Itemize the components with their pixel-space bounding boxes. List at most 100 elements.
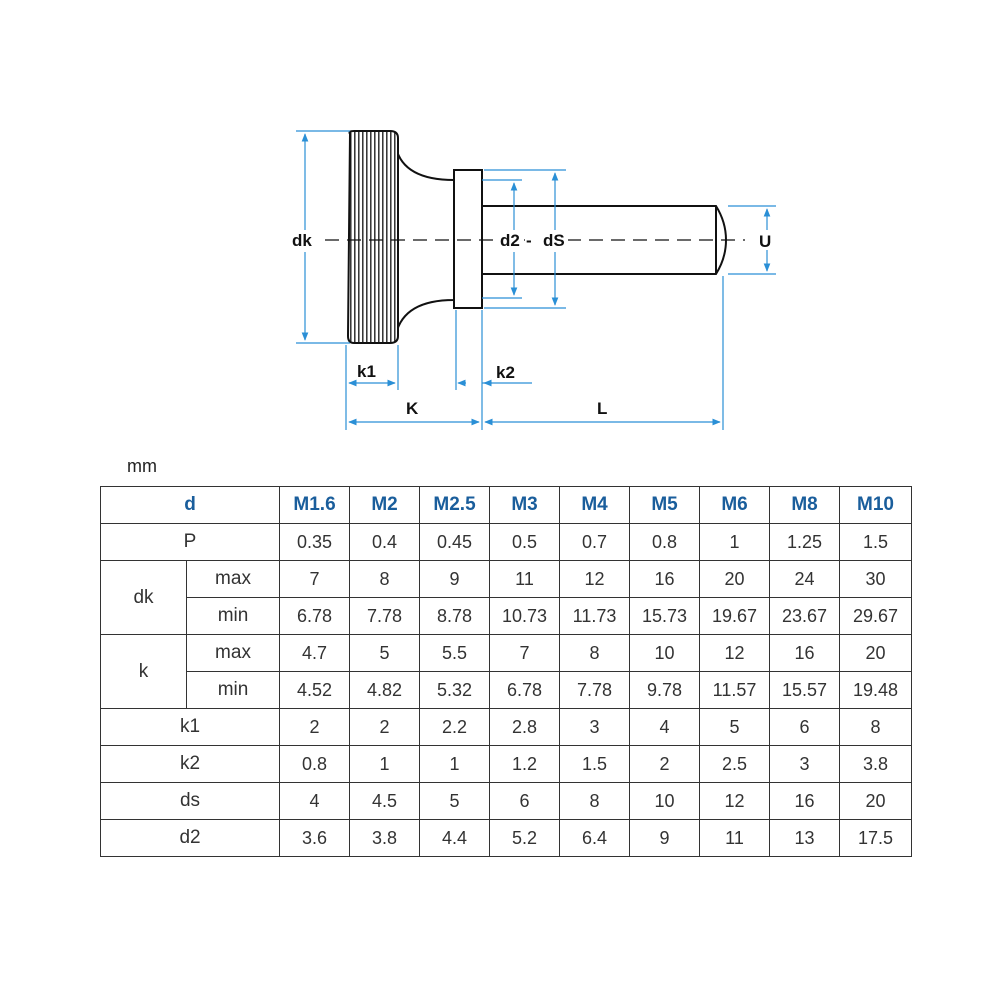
table-header-row: d M1.6 M2 M2.5 M3 M4 M5 M6 M8 M10	[99, 486, 913, 524]
header-size: M2.5	[419, 486, 491, 524]
table-cell: 0.4	[349, 523, 421, 561]
table-cell: 1	[699, 523, 771, 561]
table-cell: 3.8	[349, 819, 421, 857]
label-L: L	[597, 399, 607, 418]
collar	[453, 169, 483, 309]
svg-text:-: -	[526, 231, 532, 250]
header-size: M10	[839, 486, 913, 524]
table-cell: 3	[559, 708, 631, 746]
table-cell: 29.67	[839, 597, 913, 635]
table-cell: 8	[349, 560, 421, 598]
table-cell: 8	[559, 782, 631, 820]
table-cell: 16	[769, 634, 841, 672]
label-U: U	[759, 232, 771, 251]
row-label: k1	[99, 708, 281, 746]
table-cell: 3	[769, 745, 841, 783]
table-cell: 9	[629, 819, 701, 857]
table-cell: 12	[559, 560, 631, 598]
table-cell: 24	[769, 560, 841, 598]
table-cell: 12	[699, 782, 771, 820]
table-cell: 7.78	[559, 671, 631, 709]
table-cell: 4.82	[349, 671, 421, 709]
table-cell: 30	[839, 560, 913, 598]
table-cell: 4.52	[279, 671, 351, 709]
row-label: d2	[99, 819, 281, 857]
table-cell: 20	[839, 782, 913, 820]
table-cell: 6.78	[279, 597, 351, 635]
row-sub-label: min	[185, 671, 281, 709]
table-cell: 16	[629, 560, 701, 598]
table-cell: 10.73	[489, 597, 561, 635]
table-cell: 15.73	[629, 597, 701, 635]
table-cell: 7.78	[349, 597, 421, 635]
table-cell: 11.73	[559, 597, 631, 635]
table-cell: 11	[489, 560, 561, 598]
screw-neck	[395, 147, 455, 335]
header-size: M2	[349, 486, 421, 524]
header-d: d	[99, 486, 281, 524]
spec-table: d M1.6 M2 M2.5 M3 M4 M5 M6 M8 M10 P 0.35…	[99, 486, 913, 857]
units-label: mm	[127, 456, 157, 476]
table-cell: 7	[279, 560, 351, 598]
header-size: M1.6	[279, 486, 351, 524]
table-cell: 8	[559, 634, 631, 672]
row-sub-label: max	[185, 560, 281, 598]
table-cell: 2	[629, 745, 701, 783]
label-K: K	[406, 399, 419, 418]
row-label: ds	[99, 782, 281, 820]
table-cell: 5.32	[419, 671, 491, 709]
label-dS: dS	[543, 231, 565, 250]
header-size: M5	[629, 486, 701, 524]
table-cell: 4	[629, 708, 701, 746]
table-cell: 11	[699, 819, 771, 857]
label-dk: dk	[292, 231, 312, 250]
table-cell: 6	[769, 708, 841, 746]
table-cell: 6.4	[559, 819, 631, 857]
table-cell: 3.6	[279, 819, 351, 857]
table-cell: 1	[349, 745, 421, 783]
table-cell: 3.8	[839, 745, 913, 783]
row-sub-label: max	[185, 634, 281, 672]
table-cell: 10	[629, 782, 701, 820]
table-cell: 20	[839, 634, 913, 672]
row-label: k2	[99, 745, 281, 783]
header-size: M8	[769, 486, 841, 524]
table-cell: 6.78	[489, 671, 561, 709]
label-k2: k2	[496, 363, 515, 382]
table-cell: 16	[769, 782, 841, 820]
table-cell: 7	[489, 634, 561, 672]
table-cell: 4.5	[349, 782, 421, 820]
table-cell: 5.2	[489, 819, 561, 857]
table-cell: 10	[629, 634, 701, 672]
table-cell: 2	[349, 708, 421, 746]
knurled-head	[346, 130, 399, 344]
table-cell: 2.8	[489, 708, 561, 746]
table-cell: 9.78	[629, 671, 701, 709]
header-size: M3	[489, 486, 561, 524]
table-cell: 5.5	[419, 634, 491, 672]
table-cell: 0.8	[629, 523, 701, 561]
table-cell: 0.35	[279, 523, 351, 561]
table-cell: 2.5	[699, 745, 771, 783]
table-cell: 15.57	[769, 671, 841, 709]
table-cell: 6	[489, 782, 561, 820]
table-cell: 2	[279, 708, 351, 746]
label-d2: d2	[500, 231, 520, 250]
table-cell: 0.7	[559, 523, 631, 561]
table-cell: 1.5	[559, 745, 631, 783]
table-cell: 5	[419, 782, 491, 820]
table-cell: 0.5	[489, 523, 561, 561]
table-cell: 8	[839, 708, 913, 746]
table-cell: 20	[699, 560, 771, 598]
table-cell: 0.8	[279, 745, 351, 783]
table-cell: 12	[699, 634, 771, 672]
row-sub-label: min	[185, 597, 281, 635]
table-cell: 4.4	[419, 819, 491, 857]
row-label: P	[99, 523, 281, 561]
